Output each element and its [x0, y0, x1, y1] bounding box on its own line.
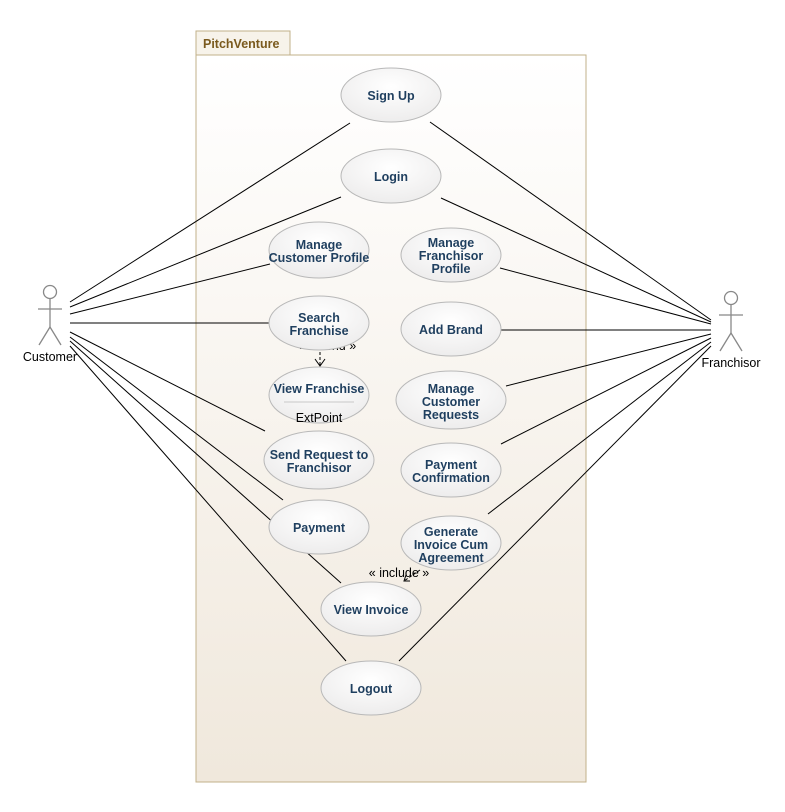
use-case-login: Login — [340, 148, 442, 204]
use-case-ellipse — [320, 581, 422, 637]
include-arrowhead — [403, 574, 410, 582]
use-case-view-franchise: View Franchise — [268, 366, 370, 424]
customer-actor — [38, 284, 62, 346]
use-case-label: Customer — [422, 395, 480, 409]
use-case-ellipse — [340, 67, 442, 123]
assoc-franchisor-generate-invoice — [487, 341, 712, 515]
franchisor-right-leg — [730, 332, 743, 352]
include-line — [403, 569, 421, 582]
use-case-label: Customer Profile — [269, 251, 370, 265]
use-case-label: Payment — [425, 458, 478, 472]
customer-right-leg — [49, 326, 62, 346]
customer-head — [42, 284, 58, 300]
franchisor-associations — [398, 121, 712, 662]
use-case-view-invoice: View Invoice — [320, 581, 422, 637]
use-case-label: Requests — [423, 408, 479, 422]
use-case-sign-up: Sign Up — [340, 67, 442, 123]
use-case-label: View Invoice — [334, 603, 409, 617]
use-case-logout: Logout — [320, 660, 422, 716]
assoc-customer-sign-up — [69, 122, 351, 303]
assoc-franchisor-logout — [398, 345, 712, 662]
franchisor-head — [723, 290, 739, 306]
use-case-label: Confirmation — [412, 471, 490, 485]
use-case-label: Sign Up — [367, 89, 415, 103]
assoc-customer-payment — [69, 336, 284, 501]
use-case-label: Search — [298, 311, 340, 325]
use-case-label: Manage — [296, 238, 343, 252]
franchisor-actor-label: Franchisor — [701, 356, 760, 370]
include-label: « include » — [369, 566, 430, 580]
use-case-ellipse — [400, 442, 502, 498]
franchisor-left-leg — [719, 332, 732, 352]
use-case-ellipse — [268, 366, 370, 424]
use-case-label: Franchisor — [287, 461, 352, 475]
use-case-ellipse — [263, 430, 375, 490]
use-case-ellipse — [400, 301, 502, 357]
extend-arrowhead — [314, 358, 326, 367]
use-case-ellipse — [400, 515, 502, 571]
use-case-label: Manage — [428, 382, 475, 396]
customer-left-leg — [38, 326, 51, 346]
use-case-ellipse — [268, 499, 370, 555]
assoc-customer-login — [69, 196, 342, 308]
use-case-label: Franchisor — [419, 249, 484, 263]
use-case-ellipse — [320, 660, 422, 716]
use-case-label: Login — [374, 170, 408, 184]
use-case-label: Payment — [293, 521, 346, 535]
use-case-payment: Payment — [268, 499, 370, 555]
use-case-ellipse — [268, 295, 370, 351]
assoc-franchisor-manage-profile — [499, 267, 712, 325]
use-case-label: Franchise — [289, 324, 348, 338]
extension-point-label: ExtPoint — [296, 411, 343, 425]
use-case-label: Manage — [428, 236, 475, 250]
customer-associations — [69, 122, 351, 662]
view-franchise-extension: ExtPoint — [284, 401, 354, 425]
customer-actor-label: Customer — [23, 350, 77, 364]
use-case-label: Generate — [424, 525, 478, 539]
use-case-label: Add Brand — [419, 323, 483, 337]
system-name: PitchVenture — [203, 37, 279, 51]
use-case-ellipse — [340, 148, 442, 204]
use-case-add-brand: Add Brand — [400, 301, 502, 357]
use-case-label: Invoice Cum — [414, 538, 488, 552]
assoc-customer-manage-profile — [69, 263, 271, 315]
use-case-ellipse — [400, 227, 502, 283]
use-case-label: View Franchise — [274, 382, 365, 396]
assoc-franchisor-manage-requests — [505, 333, 712, 387]
use-case-ellipse — [395, 370, 507, 430]
franchisor-actor — [719, 290, 743, 352]
include-relationship: « include » — [369, 566, 430, 582]
assoc-franchisor-sign-up — [429, 121, 712, 321]
use-case-ellipse — [268, 221, 370, 279]
use-case-label: Send Request to — [270, 448, 369, 462]
use-case-label: Profile — [432, 262, 471, 276]
assoc-customer-send-request — [69, 331, 266, 432]
assoc-customer-logout — [69, 345, 347, 662]
assoc-franchisor-payment-confirmation — [500, 337, 712, 445]
use-case-label: Agreement — [418, 551, 484, 565]
use-case-label: Logout — [350, 682, 393, 696]
package-tab — [195, 30, 291, 56]
assoc-franchisor-login — [440, 197, 712, 323]
